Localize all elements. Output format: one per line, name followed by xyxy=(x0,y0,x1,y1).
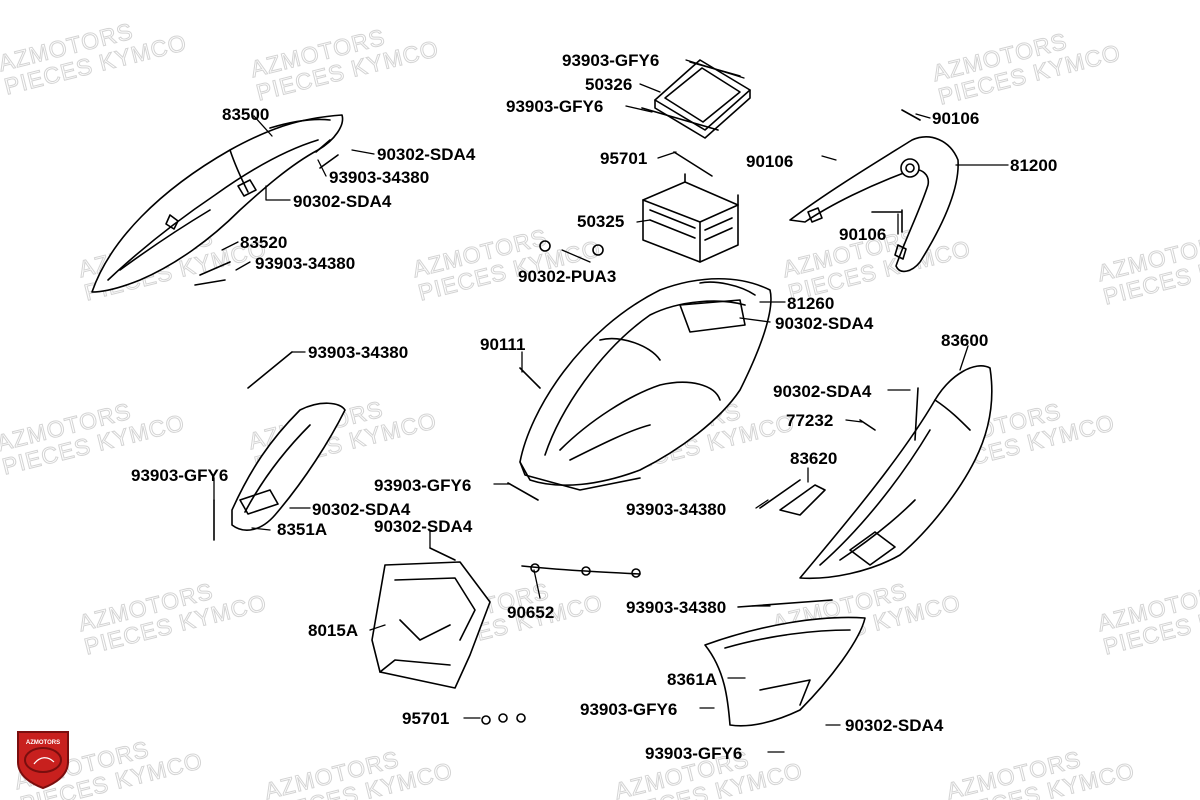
callout-93903-34380-center-right: 93903-34380 xyxy=(626,500,727,519)
part-81200-grab-rail xyxy=(789,136,959,273)
part-83500-rear-side-cover xyxy=(91,114,344,293)
part-50325-battery-box xyxy=(642,173,739,263)
callout-90106-mid: 90106 xyxy=(746,152,794,171)
callout-8351A: 8351A xyxy=(277,520,328,539)
callout-93903-GFY6-left: 93903-GFY6 xyxy=(131,466,229,485)
callout-8015A: 8015A xyxy=(308,621,359,640)
part-83620-small-panel xyxy=(759,479,826,516)
callout-90302-SDA4-front: 90302-SDA4 xyxy=(374,517,473,536)
callout-81260: 81260 xyxy=(787,294,835,313)
callout-8361A: 8361A xyxy=(667,670,718,689)
callout-93903-GFY6-lowest: 93903-GFY6 xyxy=(645,744,743,763)
callout-93903-GFY6-second: 93903-GFY6 xyxy=(506,97,604,116)
callout-90302-SDA4-right: 90302-SDA4 xyxy=(773,382,872,401)
callout-93903-34380-left-long: 93903-34380 xyxy=(308,343,409,362)
callout-83520: 83520 xyxy=(240,233,288,252)
callout-93903-GFY6-top: 93903-GFY6 xyxy=(562,51,660,70)
callout-93903-34380-left-top: 93903-34380 xyxy=(329,168,430,187)
azmotors-logo xyxy=(17,731,69,790)
callout-95701-top: 95701 xyxy=(600,149,648,168)
callout-90302-SDA4-left-top: 90302-SDA4 xyxy=(377,145,476,164)
callout-50326: 50326 xyxy=(585,75,633,94)
callout-90106-top: 90106 xyxy=(932,109,980,128)
part-8015A-front-inner xyxy=(371,561,491,689)
callout-83500: 83500 xyxy=(222,105,270,124)
callout-90302-SDA4-left-panel: 90302-SDA4 xyxy=(312,500,411,519)
callout-90302-PUA3: 90302-PUA3 xyxy=(518,267,617,286)
callout-83620: 83620 xyxy=(790,449,838,468)
callout-81200: 81200 xyxy=(1010,156,1058,175)
azmotors-logo-text: AZMOTORS xyxy=(25,740,61,746)
callout-83600: 83600 xyxy=(941,331,989,350)
part-81260-seat-compartment xyxy=(519,278,772,491)
part-8361A-lower-cover xyxy=(704,616,866,727)
callout-90106-low: 90106 xyxy=(839,225,887,244)
part-50326-tray xyxy=(641,59,751,139)
callout-93903-GFY6-bottom: 93903-GFY6 xyxy=(580,700,678,719)
callout-50325: 50325 xyxy=(577,212,625,231)
callout-90652: 90652 xyxy=(507,603,555,622)
leader-lines xyxy=(213,59,1009,753)
callout-90302-SDA4-bottom: 90302-SDA4 xyxy=(845,716,944,735)
callout-90111: 90111 xyxy=(480,335,526,354)
part-8351A-left-panel xyxy=(231,402,346,531)
callout-90302-SDA4-left-second: 90302-SDA4 xyxy=(293,192,392,211)
callout-90302-SDA4-seat: 90302-SDA4 xyxy=(775,314,874,333)
callout-95701-bottom: 95701 xyxy=(402,709,450,728)
callout-93903-34380-left-mid: 93903-34380 xyxy=(255,254,356,273)
callout-93903-34380-bottom: 93903-34380 xyxy=(626,598,727,617)
part-83600-right-body-cover xyxy=(799,365,993,580)
callout-77232: 77232 xyxy=(786,411,834,430)
callout-93903-GFY6-center: 93903-GFY6 xyxy=(374,476,472,495)
